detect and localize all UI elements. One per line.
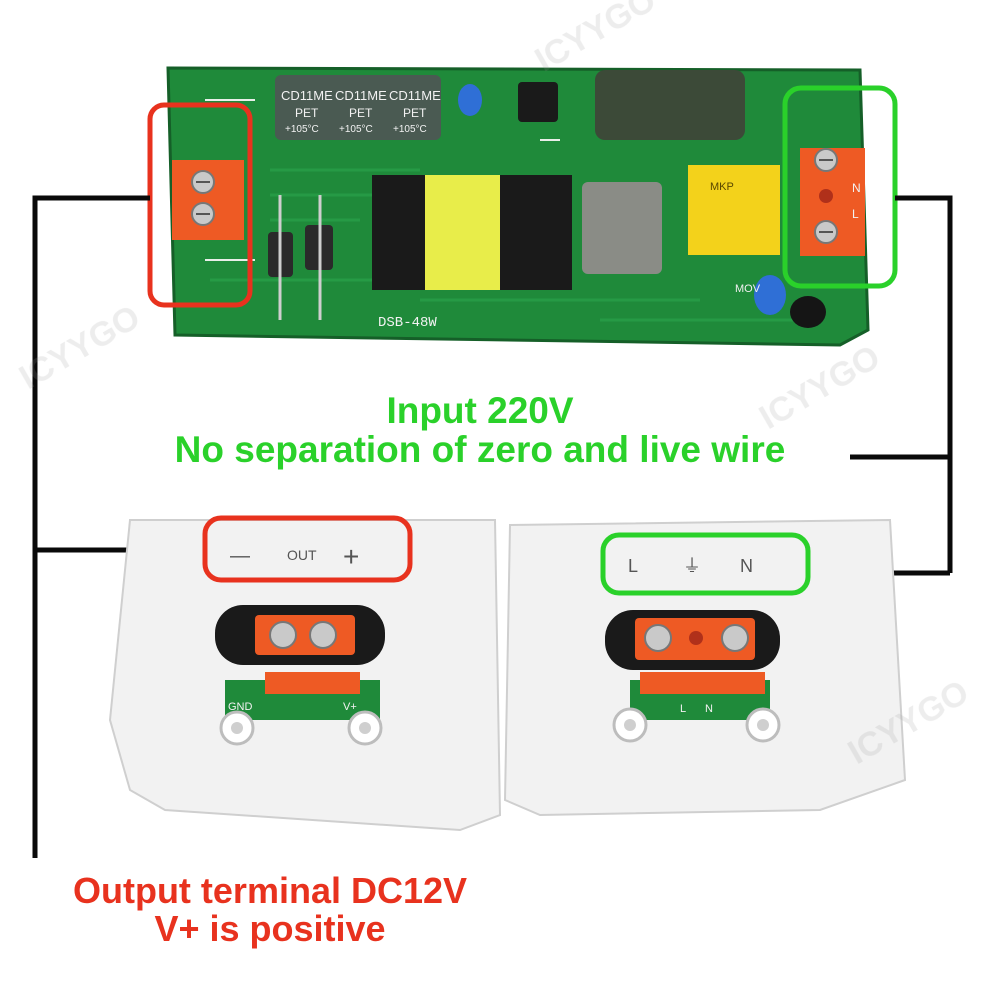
output-vplus-label: V+	[343, 701, 357, 713]
pcb-output-highlight	[147, 102, 253, 308]
blue-y-capacitor	[458, 84, 482, 116]
output-gnd-label: GND	[228, 701, 253, 713]
input-n-label: N	[740, 556, 753, 576]
relay	[688, 165, 780, 255]
capacitor-label-2: CD11ME	[335, 88, 387, 103]
pcb-input-terminal	[800, 148, 865, 256]
output-housing	[108, 519, 502, 832]
output-caption-line-1: Output terminal DC12V	[72, 870, 468, 911]
output-minus-label: —	[230, 545, 250, 567]
pcb-output-terminal	[172, 160, 244, 240]
output-label-highlight	[202, 515, 413, 583]
capacitor-sub-2: PET	[349, 106, 373, 120]
pcb-terminal-l-label: L	[852, 207, 859, 221]
capacitor-temp-1: +105°C	[285, 124, 319, 135]
input-l-label: L	[628, 556, 638, 576]
pcb-terminal-n-label: N	[852, 181, 861, 195]
capacitor-label-3: CD11ME	[389, 88, 441, 103]
diodes	[268, 195, 333, 320]
transformer	[372, 175, 572, 290]
capacitor-sub-3: PET	[403, 106, 427, 120]
capacitor-temp-3: +105°C	[393, 124, 427, 135]
input-caption: Input 220V No separation of zero and liv…	[100, 390, 860, 470]
transistor	[518, 82, 558, 122]
relay-label: MKP	[710, 181, 734, 193]
pcb-model-label: DSB-48W	[378, 315, 437, 331]
capacitor-temp-2: +105°C	[339, 124, 373, 135]
input-ground-label: ⏚	[683, 556, 701, 576]
capacitor-label-1: CD11ME	[281, 88, 333, 103]
input-housing	[503, 518, 907, 817]
film-capacitor-row	[275, 75, 441, 140]
input-caption-line-2: No separation of zero and live wire	[174, 428, 786, 470]
input-pcb-l-label: L	[680, 703, 686, 715]
heatsink	[582, 182, 662, 274]
watermark-1: ICYYGO	[529, 0, 663, 79]
output-caption-line-2: V+ is positive	[154, 907, 386, 949]
capacitor-sub-1: PET	[295, 106, 319, 120]
mov-label: MOV	[735, 283, 761, 295]
fuse-component	[790, 296, 826, 328]
pcb-input-highlight	[782, 85, 898, 289]
output-caption: Output terminal DC12V V+ is positive	[0, 872, 540, 948]
input-pcb-n-label: N	[705, 703, 713, 715]
output-plus-label: +	[343, 541, 359, 572]
blue-varistor	[754, 275, 786, 315]
electrolytic-capacitor	[595, 70, 745, 140]
input-caption-line-1: Input 220V	[386, 390, 574, 431]
output-out-label: OUT	[287, 547, 317, 563]
input-label-highlight	[600, 532, 811, 596]
